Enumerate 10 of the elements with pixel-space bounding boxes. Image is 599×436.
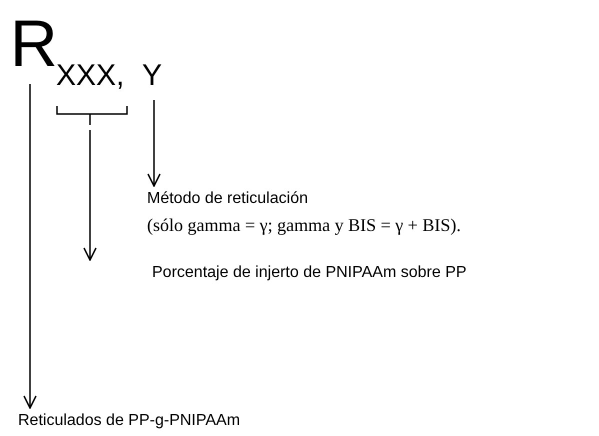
arrow: [83, 130, 97, 261]
arrow: [23, 84, 37, 409]
description-text: Método de reticulación: [147, 189, 308, 209]
description-text: Porcentaje de injerto de PNIPAAm sobre PP: [152, 263, 467, 283]
arrow: [147, 100, 161, 187]
symbol-text: R: [10, 5, 58, 80]
symbol-text: Y: [142, 58, 162, 94]
description-text: Reticulados de PP-g-PNIPAAm: [18, 411, 240, 431]
description-text: (sólo gamma = γ; gamma y BIS = γ + BIS).: [147, 214, 461, 237]
symbol-text: XXX,: [56, 58, 124, 94]
